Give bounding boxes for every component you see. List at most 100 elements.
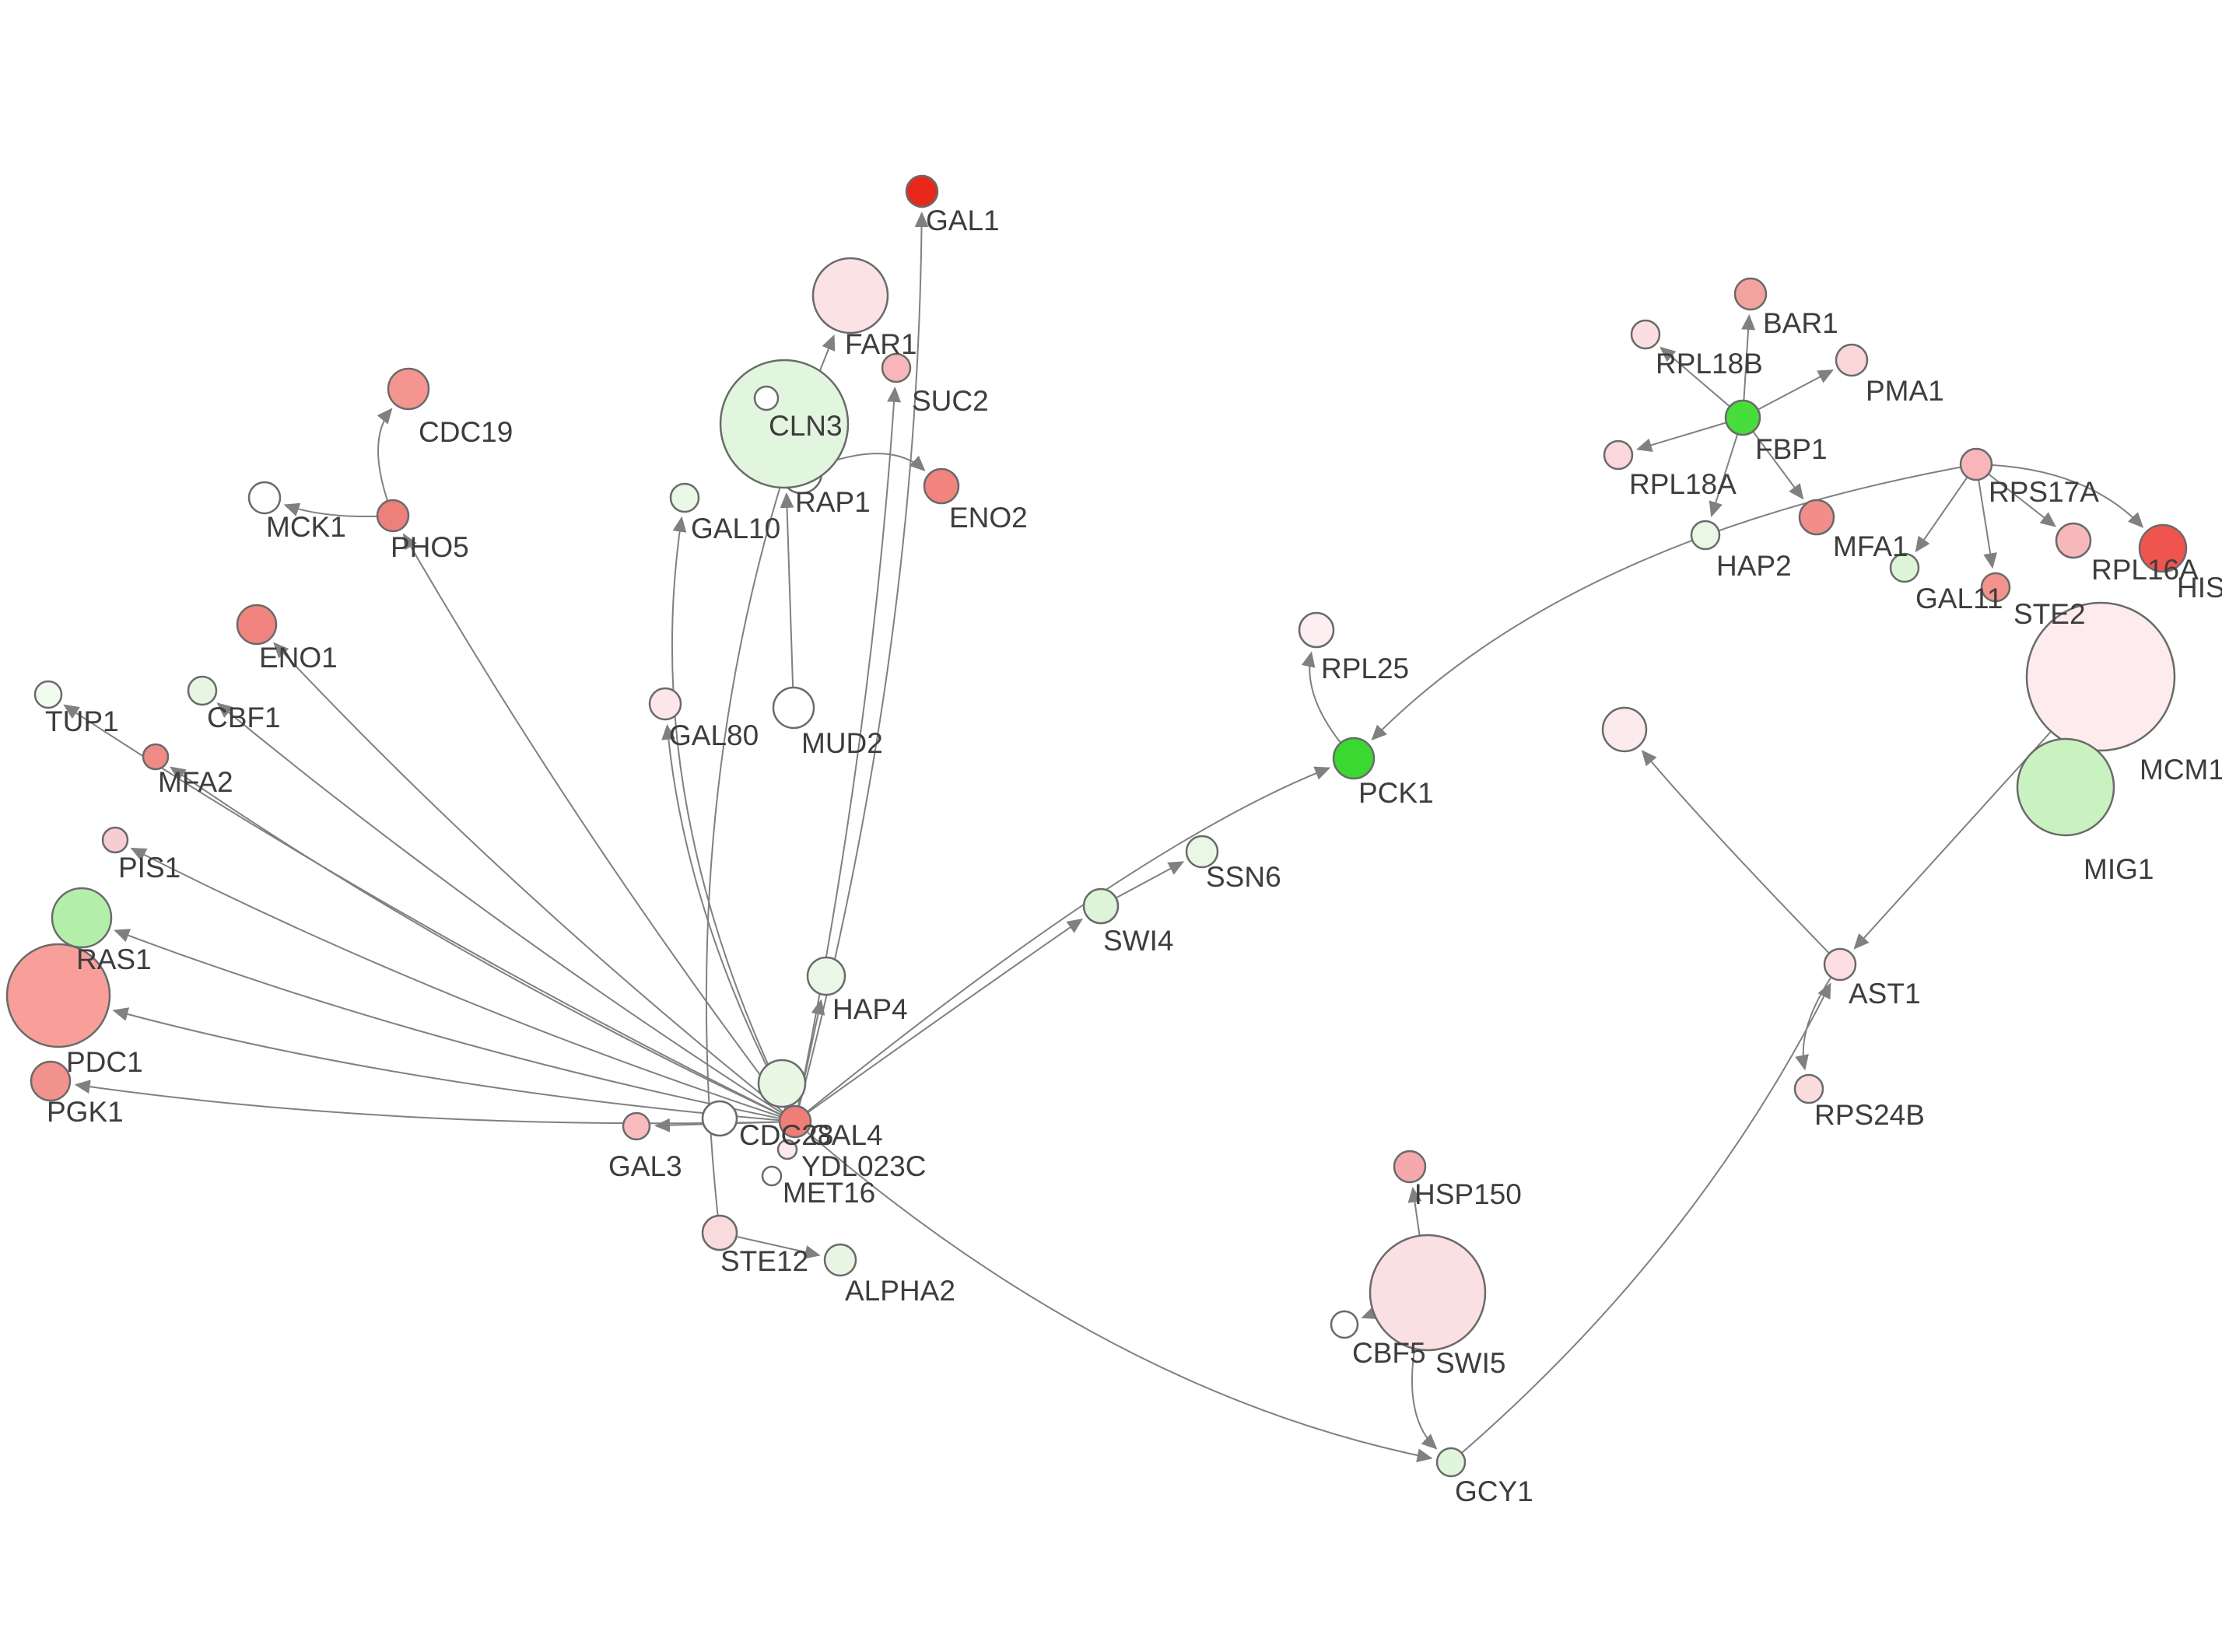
node-TUP1[interactable] bbox=[33, 680, 63, 709]
node-MFA1[interactable] bbox=[1798, 499, 1835, 536]
node-GAL10[interactable] bbox=[669, 482, 700, 513]
node-RPL16A[interactable] bbox=[2055, 522, 2092, 559]
node-CDC28[interactable] bbox=[701, 1100, 738, 1137]
edge-GAL4-HAP4[interactable] bbox=[794, 999, 825, 1122]
edge-RPS17A-PCK1[interactable] bbox=[1371, 464, 1977, 741]
node-label-SWI5: SWI5 bbox=[1435, 1347, 1505, 1379]
edge-GAL4-ENO1[interactable] bbox=[273, 642, 796, 1122]
node-label-HAP4: HAP4 bbox=[832, 993, 908, 1025]
node-label-PCK1: PCK1 bbox=[1358, 777, 1434, 809]
node-GAL80[interactable] bbox=[648, 687, 682, 721]
node-GAL3[interactable] bbox=[622, 1111, 651, 1141]
node-MCM1[interactable] bbox=[2025, 601, 2176, 752]
node-RAS1[interactable] bbox=[51, 887, 113, 949]
node-label-RPL18A: RPL18A bbox=[1629, 468, 1737, 500]
edge-GAL4-PDC1[interactable] bbox=[112, 1007, 796, 1122]
edges-layer bbox=[63, 211, 2144, 1463]
edge-GAL4-PHO5[interactable] bbox=[403, 533, 796, 1122]
edge-GAL4-RAS1[interactable] bbox=[114, 929, 796, 1122]
node-label-RPL25: RPL25 bbox=[1321, 653, 1409, 684]
node-ENO2[interactable] bbox=[923, 467, 960, 505]
node-RPL25[interactable] bbox=[1298, 611, 1335, 649]
edge-GAL4-PGK1[interactable] bbox=[74, 1080, 796, 1125]
node-GAL4[interactable] bbox=[778, 1104, 812, 1139]
node-CBF1[interactable] bbox=[187, 675, 218, 706]
node-label-FAR1: FAR1 bbox=[845, 328, 917, 360]
node-label-RPS17A: RPS17A bbox=[1989, 476, 2099, 508]
node-RPL18B[interactable] bbox=[1630, 319, 1661, 350]
node-GAL11[interactable] bbox=[1889, 552, 1920, 583]
edge-GCY1-AST1[interactable] bbox=[1450, 982, 1831, 1463]
node-MIG1[interactable] bbox=[2016, 737, 2115, 837]
node-HIS4[interactable] bbox=[2138, 523, 2188, 573]
node-label-STE2: STE2 bbox=[2013, 598, 2086, 630]
edge-GAL4-MFA2[interactable] bbox=[170, 766, 796, 1122]
node-CLN3[interactable] bbox=[719, 359, 850, 489]
node-RPL18A[interactable] bbox=[1603, 439, 1634, 471]
node-CDC19[interactable] bbox=[387, 367, 430, 411]
node-label-MFA1: MFA1 bbox=[1833, 530, 1908, 562]
edge-MUD2-CLN3[interactable] bbox=[780, 492, 794, 709]
node-MFA2[interactable] bbox=[142, 743, 170, 771]
node-SWI4[interactable] bbox=[1082, 887, 1120, 925]
node-label-SWI4: SWI4 bbox=[1103, 925, 1173, 957]
node-node2[interactable] bbox=[1601, 706, 1648, 753]
node-FAR1[interactable] bbox=[811, 257, 889, 334]
edge-FBP1-RPL18A[interactable] bbox=[1635, 417, 1744, 452]
node-label-FBP1: FBP1 bbox=[1755, 433, 1828, 465]
node-PMA1[interactable] bbox=[1835, 343, 1869, 377]
edge-GAL4-GCY1[interactable] bbox=[794, 1121, 1433, 1463]
node-HAP4[interactable] bbox=[806, 956, 846, 996]
node-PHO5[interactable] bbox=[376, 499, 410, 533]
node-GAL1[interactable] bbox=[905, 174, 939, 208]
node-FBP1[interactable] bbox=[1724, 399, 1761, 436]
node-STE12[interactable] bbox=[701, 1214, 738, 1251]
node-CBF5[interactable] bbox=[1330, 1310, 1359, 1339]
node-ENO1[interactable] bbox=[236, 604, 278, 646]
edge-GAL4-CBF1[interactable] bbox=[216, 702, 796, 1122]
node-node3[interactable] bbox=[757, 1059, 807, 1108]
edge-GAL4-TUP1[interactable] bbox=[63, 704, 796, 1122]
node-BAR1[interactable] bbox=[1733, 277, 1768, 311]
edge-PHO5-CDC19[interactable] bbox=[377, 408, 394, 516]
node-label-PMA1: PMA1 bbox=[1866, 375, 1944, 407]
edge-GAL4-PIS1[interactable] bbox=[130, 847, 796, 1122]
node-MCK1[interactable] bbox=[247, 481, 282, 515]
node-MUD2[interactable] bbox=[772, 686, 815, 730]
node-SWI5[interactable] bbox=[1369, 1234, 1487, 1352]
node-node1[interactable] bbox=[753, 385, 780, 411]
node-RPS24B[interactable] bbox=[1793, 1073, 1824, 1104]
node-label-BAR1: BAR1 bbox=[1763, 307, 1838, 339]
node-AST1[interactable] bbox=[1823, 947, 1857, 982]
node-PDC1[interactable] bbox=[5, 943, 111, 1048]
node-label-RAS1: RAS1 bbox=[76, 943, 152, 975]
node-label-HSP150: HSP150 bbox=[1414, 1178, 1522, 1210]
edge-RPS17A-HIS4[interactable] bbox=[1975, 464, 2144, 528]
node-ALPHA2[interactable] bbox=[823, 1243, 857, 1277]
node-HSP150[interactable] bbox=[1393, 1150, 1427, 1184]
node-GCY1[interactable] bbox=[1435, 1447, 1467, 1478]
node-label-GAL10: GAL10 bbox=[691, 513, 780, 544]
node-SSN6[interactable] bbox=[1185, 835, 1219, 869]
edge-AST1-RPS24B[interactable] bbox=[1795, 964, 1841, 1071]
node-YDL023C[interactable] bbox=[776, 1139, 798, 1160]
node-SUC2[interactable] bbox=[881, 352, 912, 383]
edge-AST1-node2[interactable] bbox=[1641, 750, 1841, 965]
node-label-MCM1: MCM1 bbox=[2140, 754, 2222, 786]
node-STE2[interactable] bbox=[1980, 572, 2011, 603]
node-PIS1[interactable] bbox=[101, 826, 129, 854]
edge-GAL4-GAL10[interactable] bbox=[671, 516, 796, 1122]
edge-GAL4-SWI4[interactable] bbox=[794, 918, 1083, 1122]
node-HAP2[interactable] bbox=[1690, 520, 1721, 551]
node-RPS17A[interactable] bbox=[1959, 447, 1993, 481]
node-PGK1[interactable] bbox=[30, 1060, 72, 1102]
node-PCK1[interactable] bbox=[1332, 737, 1376, 780]
edge-GAL4-PCK1[interactable] bbox=[794, 766, 1331, 1122]
edge-RPS17A-STE2[interactable] bbox=[1975, 464, 1998, 569]
node-MET16[interactable] bbox=[761, 1165, 783, 1187]
edge-RPS17A-GAL11[interactable] bbox=[1915, 464, 1977, 553]
edge-RPS17A-RPL16A[interactable] bbox=[1975, 464, 2056, 527]
